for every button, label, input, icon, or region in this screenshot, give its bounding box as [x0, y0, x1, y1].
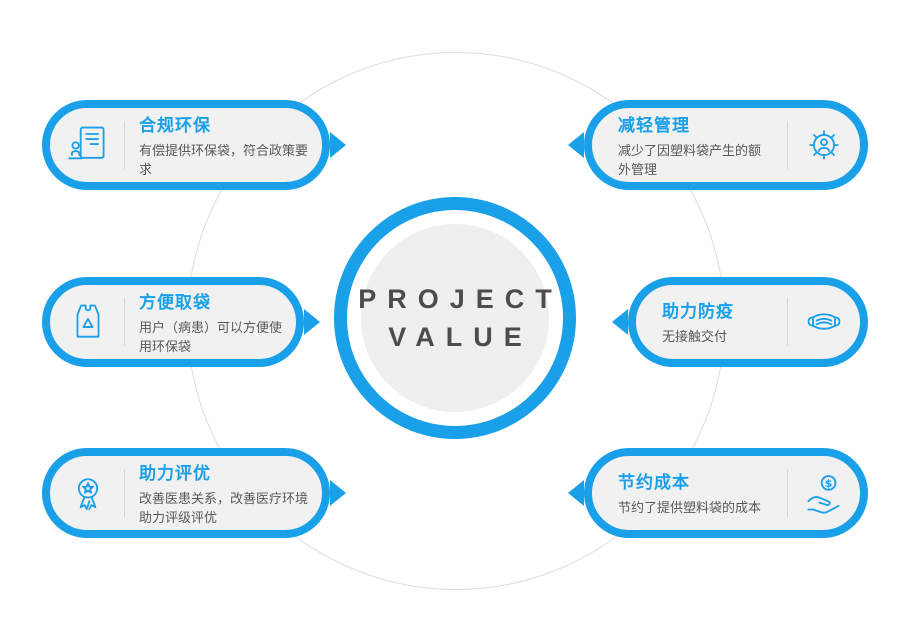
card-title: 减轻管理 [618, 115, 690, 135]
center-title-line2: VALUE [388, 322, 533, 352]
card-epidemic-prevention: 助力防疫 无接触交付 [628, 277, 868, 367]
card-body: 改善医患关系，改善医疗环境助力评级评优 [139, 490, 309, 526]
center-badge-inner: PROJECT VALUE [358, 224, 552, 412]
card-title: 助力防疫 [662, 302, 734, 322]
card-less-management: 减轻管理 减少了因塑料袋产生的额外管理 [584, 100, 868, 190]
card-rating-boost: 助力评优 改善医患关系，改善医疗环境助力评级评优 [42, 448, 330, 538]
card-body: 节约了提供塑料袋的成本 [618, 500, 762, 516]
gear-user-icon [802, 123, 846, 167]
card-body: 减少了因塑料袋产生的额外管理 [618, 142, 762, 178]
card-title: 助力评优 [139, 463, 211, 483]
stamp-document-icon [66, 123, 110, 167]
card-compliance: 合规环保 有偿提供环保袋，符合政策要求 [42, 100, 330, 190]
card-divider [787, 298, 788, 346]
center-title: PROJECT VALUE [358, 280, 552, 356]
card-cost-saving: 节约成本 节约了提供塑料袋的成本 $ [584, 448, 868, 538]
recycle-bag-icon [66, 300, 110, 344]
center-title-line1: PROJECT [358, 284, 563, 314]
card-divider [124, 298, 125, 346]
hand-coin-icon: $ [802, 471, 846, 515]
card-divider [124, 469, 125, 517]
card-divider [787, 469, 788, 517]
face-mask-icon [802, 300, 846, 344]
card-easy-pickup: 方便取袋 用户（病患）可以方便使用环保袋 [42, 277, 304, 367]
card-title: 节约成本 [618, 473, 690, 493]
card-body: 用户（病患）可以方便使用环保袋 [139, 319, 283, 355]
card-divider [124, 121, 125, 169]
svg-text:$: $ [825, 477, 833, 490]
card-body: 有偿提供环保袋，符合政策要求 [139, 142, 309, 178]
card-body: 无接触交付 [662, 329, 728, 345]
card-title: 方便取袋 [139, 292, 211, 312]
card-title: 合规环保 [139, 115, 211, 135]
card-divider [787, 121, 788, 169]
award-medal-icon [66, 471, 110, 515]
center-badge: PROJECT VALUE [334, 197, 576, 439]
